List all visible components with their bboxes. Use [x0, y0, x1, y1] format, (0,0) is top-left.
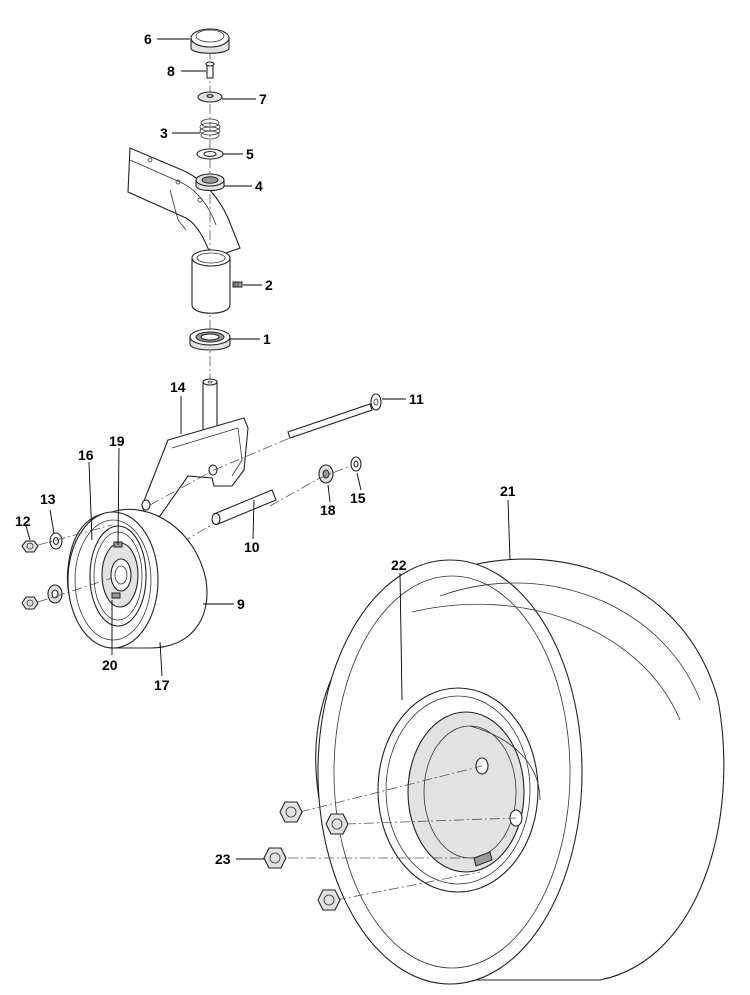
part-23-lug-nut-2: [325, 813, 349, 835]
callout-22: 22: [391, 557, 407, 573]
callout-10: 10: [244, 539, 260, 555]
callout-7: 7: [259, 91, 267, 107]
axle-line-nut-upper: [37, 524, 113, 546]
axle-line-nut-lower: [37, 577, 113, 603]
callout-19: 19: [109, 433, 125, 449]
callout-11: 11: [409, 391, 424, 407]
part-23-lug-nut-4: [317, 889, 341, 911]
leader-lines: [25, 38, 511, 860]
callout-2: 2: [265, 277, 273, 293]
part-5-spacer: [196, 148, 224, 160]
part-23-lug-nut-3: [263, 847, 287, 869]
part-17-caster-wheel: [66, 508, 208, 649]
washer-lower: [47, 584, 63, 604]
part-22-rim: [377, 687, 541, 893]
part-4-bearing: [195, 173, 225, 192]
part-7-washer: [197, 91, 223, 103]
part-10-axle-tube: [211, 489, 277, 526]
part-14-caster-fork: [141, 378, 249, 517]
callout-12: 12: [15, 513, 31, 529]
callout-21: 21: [500, 483, 516, 499]
part-12-nut: [21, 540, 39, 553]
part-2-grease-fitting: [232, 281, 243, 288]
part-3-spring: [199, 118, 221, 140]
callout-13: 13: [40, 491, 56, 507]
callout-3: 3: [160, 125, 168, 141]
part-23-lug-nut-1: [279, 801, 303, 823]
part-1-bearing: [189, 328, 231, 351]
frame-arm: [127, 147, 241, 259]
callout-9: 9: [237, 596, 245, 612]
lug-line-4: [335, 871, 481, 901]
lug-line-2: [345, 817, 517, 825]
callout-5: 5: [246, 146, 254, 162]
callout-labels: 6 8 7 3 5 4 2 1 11 14 19 16 13 12 15 18 …: [15, 31, 516, 867]
callout-18: 18: [320, 502, 336, 518]
spindle-tube: [191, 249, 231, 314]
callout-6: 6: [144, 31, 152, 47]
part-6-dust-cap: [190, 28, 230, 54]
part-18-spacer: [318, 464, 334, 484]
part-11-bolt: [287, 393, 382, 439]
part-20-grease-fitting: [111, 592, 121, 599]
callout-14: 14: [170, 379, 186, 395]
callout-17: 17: [154, 677, 170, 693]
part-15-washer: [350, 456, 362, 472]
callout-16: 16: [78, 447, 94, 463]
callout-8: 8: [167, 63, 175, 79]
part-8-pin: [205, 61, 215, 79]
callout-4: 4: [255, 178, 263, 194]
axle-line-upper: [149, 437, 291, 506]
nut-lower: [21, 596, 39, 610]
callout-1: 1: [263, 331, 271, 347]
lug-line-1: [299, 765, 483, 813]
callout-15: 15: [350, 490, 366, 506]
part-13-washer: [49, 532, 63, 550]
callout-23: 23: [215, 851, 231, 867]
callout-20: 20: [102, 657, 118, 673]
